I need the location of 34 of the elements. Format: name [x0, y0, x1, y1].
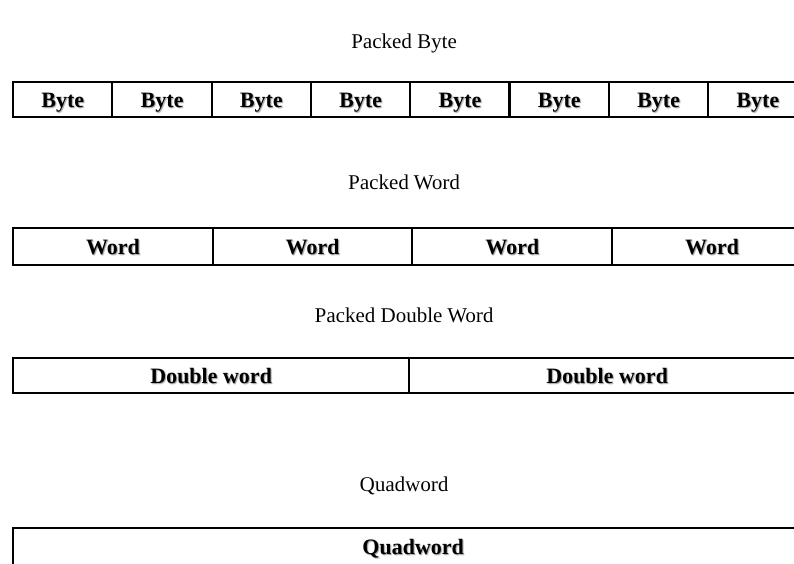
cell-label: Byte: [438, 86, 482, 112]
table-cell: [411, 227, 614, 266]
section-heading: Packed Word: [348, 170, 460, 195]
cell-label: Byte: [736, 86, 780, 112]
table-cell: [12, 81, 114, 118]
cell-label: Double word: [546, 362, 668, 388]
table-cell: [707, 81, 794, 118]
cell-label: Word: [86, 234, 140, 260]
table-cell: [210, 81, 312, 118]
section-heading: Quadword: [360, 472, 448, 497]
cell-label: Word: [286, 234, 340, 260]
cell-label: Byte: [339, 86, 382, 112]
cell-label: Quadword: [362, 534, 464, 560]
section-heading: Packed Double Word: [314, 303, 494, 328]
table-cell: [408, 357, 794, 394]
table-cell: [611, 227, 794, 266]
cell-label: Word: [485, 234, 540, 260]
table-cell: [409, 81, 510, 118]
cell-label: Byte: [41, 86, 84, 112]
table-cell: [12, 227, 214, 266]
cell-label: Byte: [140, 86, 184, 112]
table-cell: [212, 227, 414, 266]
cell-label: Word: [685, 234, 739, 260]
cell-label: Byte: [637, 86, 680, 112]
cell-label: Byte: [538, 86, 581, 112]
section-heading: Packed Byte: [351, 29, 457, 54]
cell-label: Double word: [150, 362, 272, 388]
table-cell: [12, 527, 794, 564]
table-cell: [12, 357, 410, 394]
table-cell: [310, 81, 412, 118]
table-cell: [111, 81, 213, 118]
table-cell: [608, 81, 710, 118]
table-cell: [508, 81, 610, 118]
cell-label: Byte: [240, 86, 283, 112]
